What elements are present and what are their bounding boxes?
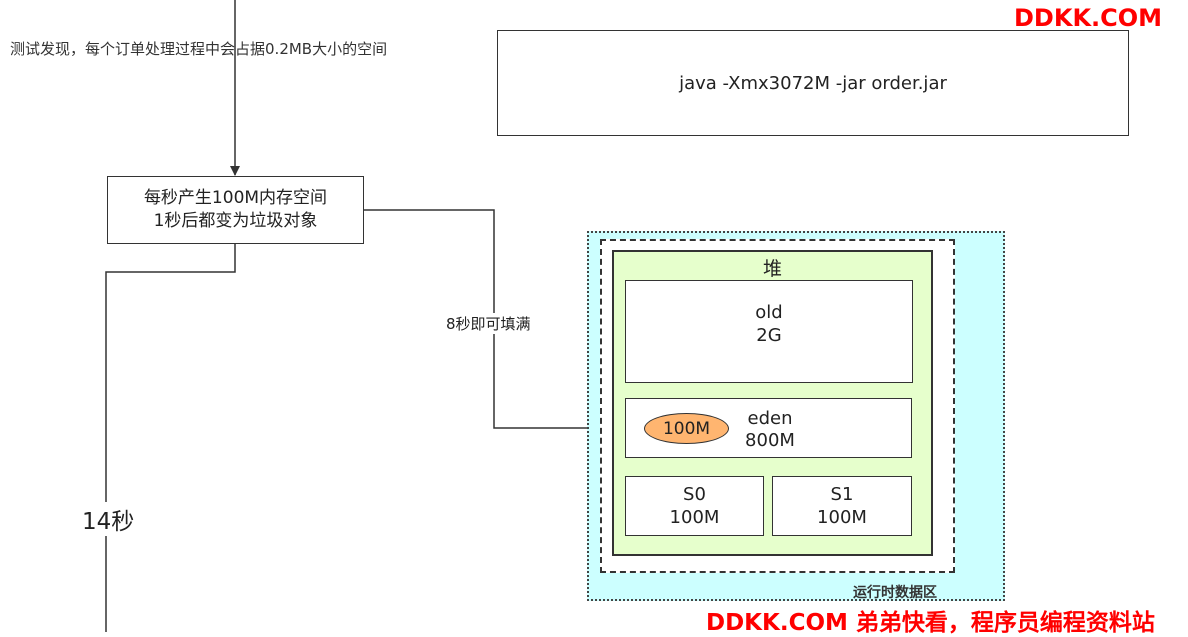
eden-object-label: 100M: [662, 418, 711, 439]
heap-title: 堆: [762, 258, 782, 280]
edge-label-fill: 8秒即可填满: [444, 313, 533, 334]
old-name: old: [755, 302, 783, 323]
watermark-top: DDKK.COM: [1014, 4, 1163, 32]
s0-size: 100M: [669, 507, 720, 528]
eden-name: eden: [747, 408, 793, 429]
eden-label: eden 800M: [720, 408, 820, 452]
s1-name: S1: [830, 484, 854, 505]
note-top: 测试发现，每个订单处理过程中会占据0.2MB大小的空间: [10, 40, 388, 58]
process-line1: 每秒产生100M内存空间: [143, 188, 328, 208]
eden-size: 800M: [745, 430, 795, 451]
edge-label-time: 14秒: [80, 502, 137, 536]
survivor-s0: S0 100M: [625, 476, 764, 536]
runtime-area-label: 运行时数据区: [853, 585, 937, 601]
process-line2: 1秒后都变为垃圾对象: [153, 211, 318, 231]
command-box: java -Xmx3072M -jar order.jar: [497, 30, 1129, 136]
s0-name: S0: [683, 484, 706, 505]
line-down: [105, 244, 236, 632]
command-text: java -Xmx3072M -jar order.jar: [679, 72, 947, 94]
survivor-s1: S1 100M: [772, 476, 912, 536]
eden-object: 100M: [644, 413, 729, 444]
process-box: 每秒产生100M内存空间 1秒后都变为垃圾对象: [107, 176, 364, 244]
s1-size: 100M: [817, 507, 867, 528]
old-size: 2G: [756, 325, 782, 346]
old-generation: old 2G: [625, 280, 913, 383]
